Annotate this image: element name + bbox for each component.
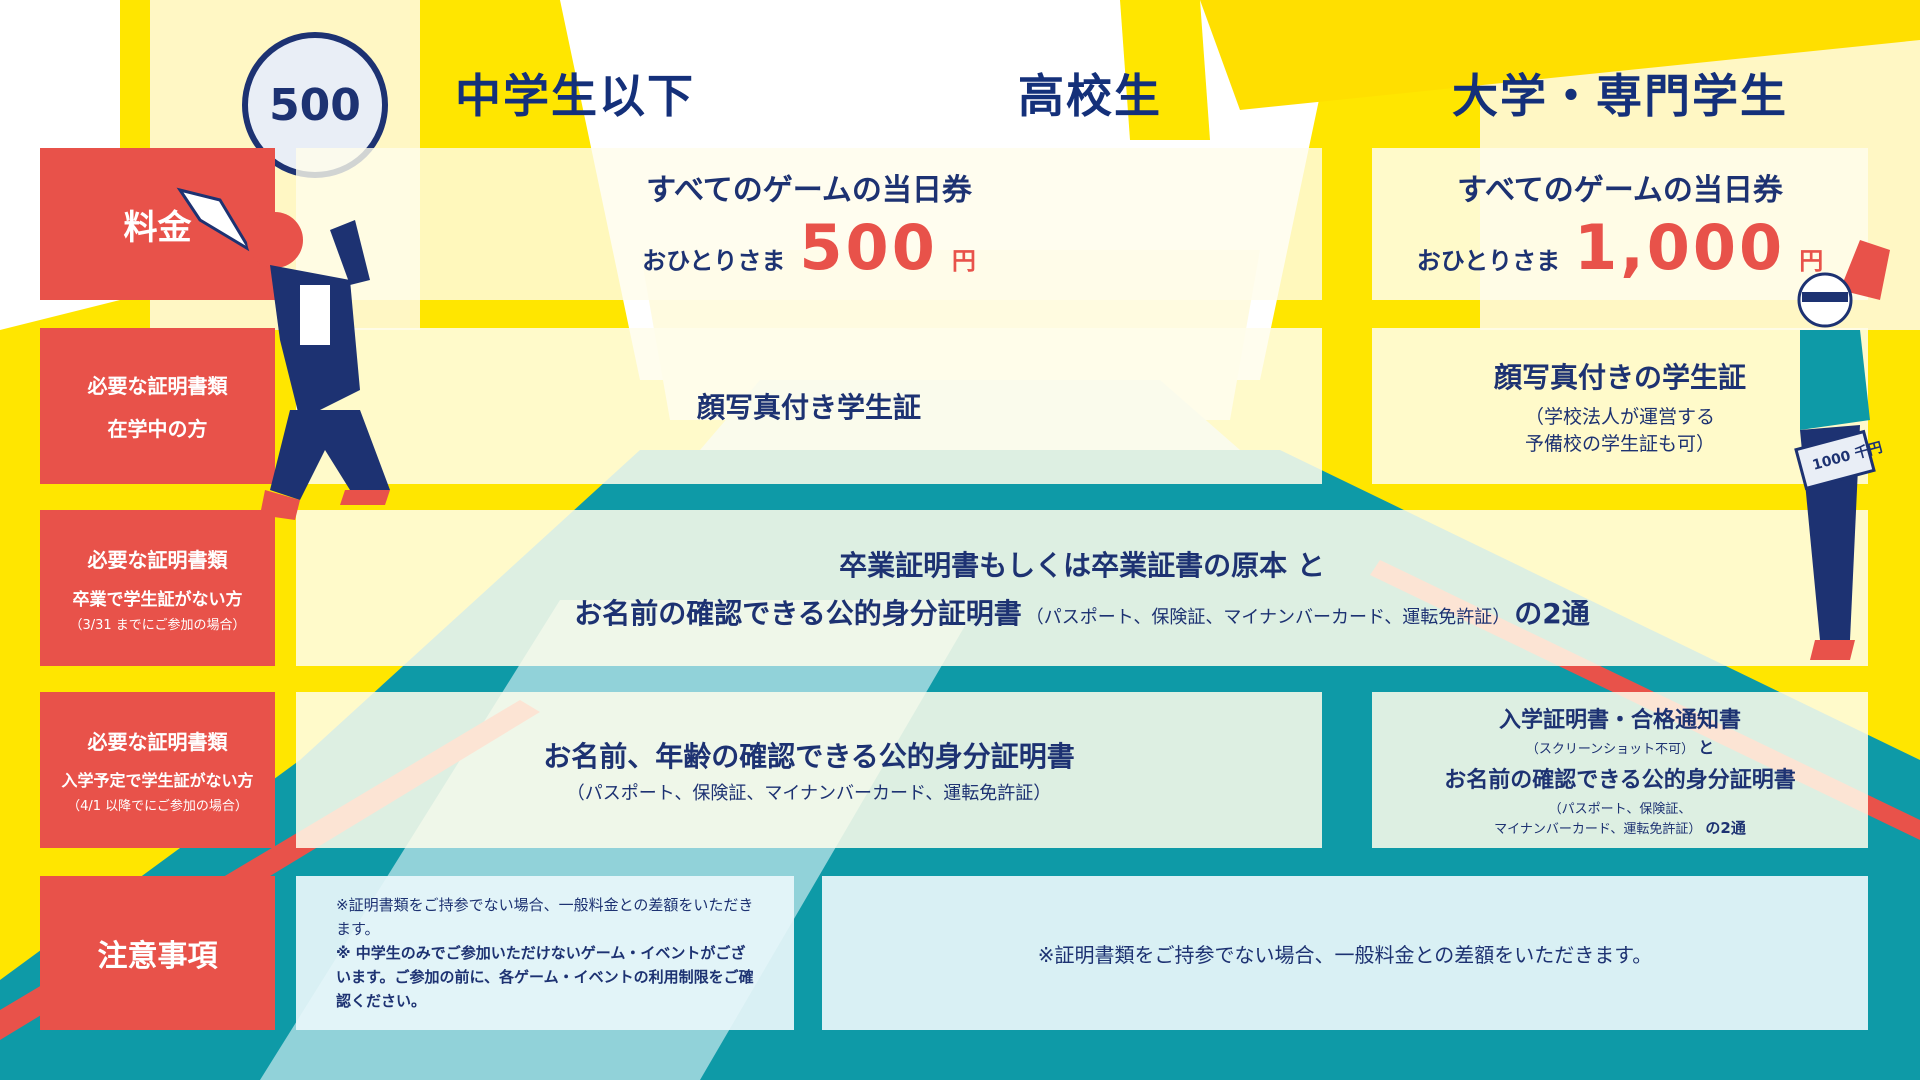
row-label-doc-enrolled: 必要な証明書類 在学中の方 xyxy=(40,328,275,484)
doc-graduated-panel: 卒業証明書もしくは卒業証書の原本 と お名前の確認できる公的身分証明書 （パスポ… xyxy=(296,510,1868,666)
notes-left-line2: ※ 中学生のみでご参加いただけないゲーム・イベントがございます。ご参加の前に、各… xyxy=(336,944,754,1010)
doc-entering-right-line1: 入学証明書・合格通知書 xyxy=(1498,708,1741,733)
header-high-school: 高校生 xyxy=(1018,69,1162,123)
doc-entering-label-1: 必要な証明書類 xyxy=(87,730,228,754)
doc-enrolled-label-2: 在学中の方 xyxy=(107,417,208,441)
fee-left-prefix: おひとりさま xyxy=(642,246,786,275)
notes-panel-left: ※証明書類をご持参でない場合、一般料金との差額をいただきます。 ※ 中学生のみで… xyxy=(296,876,794,1030)
doc-enrolled-panel-right: 顔写真付きの学生証 （学校法人が運営する 予備校の学生証も可） xyxy=(1372,328,1868,484)
doc-graduated-label-1: 必要な証明書類 xyxy=(87,547,228,572)
doc-entering-panel-left: お名前、年齢の確認できる公的身分証明書 （パスポート、保険証、マイナンバーカード… xyxy=(296,692,1322,848)
notes-left-line1: ※証明書類をご持参でない場合、一般料金との差額をいただきます。 xyxy=(336,896,754,938)
doc-enrolled-left-text: 顔写真付き学生証 xyxy=(696,391,921,424)
doc-entering-right-line3: お名前の確認できる公的身分証明書 xyxy=(1444,768,1796,793)
doc-graduated-line2-paren: （パスポート、保険証、マイナンバーカード、運転免許証） xyxy=(1025,607,1511,628)
coin-value: 500 xyxy=(269,79,361,131)
row-label-doc-entering: 必要な証明書類 入学予定で学生証がない方 （4/1 以降でにご参加の場合） xyxy=(40,692,275,848)
doc-entering-label-2: 入学予定で学生証がない方 xyxy=(61,771,254,790)
doc-enrolled-label-1: 必要な証明書類 xyxy=(87,374,228,398)
doc-entering-right-line5b: の2通 xyxy=(1705,819,1746,837)
row-label-notes: 注意事項 xyxy=(40,876,275,1030)
fee-right-prefix: おひとりさま xyxy=(1416,246,1561,275)
boy-character-illustration xyxy=(176,187,390,520)
fee-panel-left: すべてのゲームの当日券 おひとりさま 500 円 xyxy=(296,148,1322,300)
doc-entering-label-3: （4/1 以降でにご参加の場合） xyxy=(67,799,248,814)
doc-graduated-label-2: 卒業で学生証がない方 xyxy=(72,589,243,610)
doc-entering-right-line2b: と xyxy=(1698,738,1715,757)
doc-enrolled-panel-left: 顔写真付き学生証 xyxy=(296,328,1322,484)
row-label-doc-graduated: 必要な証明書類 卒業で学生証がない方 （3/31 までにご参加の場合） xyxy=(40,510,275,666)
doc-entering-right-line5a: マイナンバーカード、運転免許証） xyxy=(1494,822,1702,837)
doc-entering-right-line2a: （スクリーンショット不可） xyxy=(1525,742,1695,757)
notes-panel-right: ※証明書類をご持参でない場合、一般料金との差額をいただきます。 xyxy=(822,876,1868,1030)
doc-graduated-line1: 卒業証明書もしくは卒業証書の原本 と xyxy=(839,549,1325,582)
doc-graduated-label-3: （3/31 までにご参加の場合） xyxy=(69,617,246,633)
notes-right-text: ※証明書類をご持参でない場合、一般料金との差額をいただきます。 xyxy=(1037,942,1653,967)
fee-right-line1: すべてのゲームの当日券 xyxy=(1457,172,1783,208)
notes-label: 注意事項 xyxy=(97,939,218,974)
doc-enrolled-right-line3: 予備校の学生証も可） xyxy=(1524,433,1715,455)
fee-right-unit: 円 xyxy=(1799,246,1824,275)
fee-left-line1: すべてのゲームの当日券 xyxy=(646,172,972,208)
header-junior-high-and-below: 中学生以下 xyxy=(455,69,695,123)
fee-right-price: 1,000 xyxy=(1574,210,1786,284)
doc-entering-left-line1: お名前、年齢の確認できる公的身分証明書 xyxy=(543,740,1075,773)
fee-panel-right: すべてのゲームの当日券 おひとりさま 1,000 円 xyxy=(1372,148,1868,300)
doc-entering-right-line4: （パスポート、保険証、 xyxy=(1548,802,1692,817)
doc-enrolled-right-line2: （学校法人が運営する xyxy=(1524,406,1715,428)
doc-enrolled-right-line1: 顔写真付きの学生証 xyxy=(1493,361,1746,394)
doc-graduated-line2-end: の2通 xyxy=(1514,597,1590,630)
fee-left-price: 500 xyxy=(799,210,938,284)
girl-character-illustration: 1000 千円 xyxy=(1794,240,1890,660)
doc-entering-panel-right: 入学証明書・合格通知書 （スクリーンショット不可） と お名前の確認できる公的身… xyxy=(1372,692,1868,848)
doc-entering-left-line2: （パスポート、保険証、マイナンバーカード、運転免許証） xyxy=(566,783,1052,804)
fee-label: 料金 xyxy=(123,207,192,248)
fee-left-unit: 円 xyxy=(951,246,976,275)
doc-graduated-line2-main: お名前の確認できる公的身分証明書 xyxy=(574,597,1022,630)
header-university-vocational: 大学・専門学生 xyxy=(1452,69,1788,123)
